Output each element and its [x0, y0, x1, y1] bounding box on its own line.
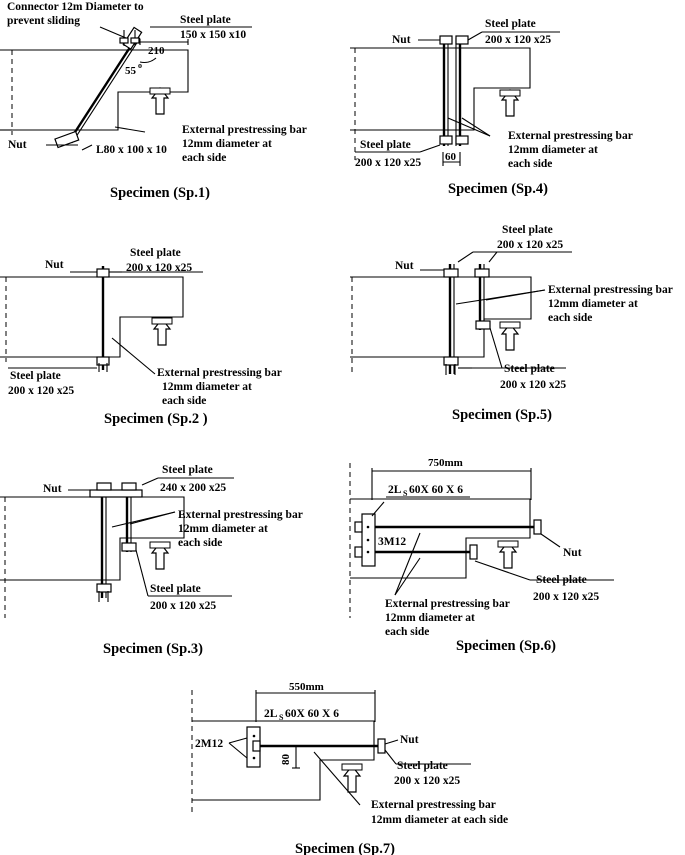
sp4-bar-line2: 12mm diameter at — [508, 144, 598, 156]
sp6-bolts: 3M12 — [378, 536, 406, 548]
sp3-plate-bot-title: Steel plate — [150, 583, 201, 595]
corbel-outline — [0, 496, 185, 581]
sp6-nut: Nut — [563, 547, 582, 559]
specimen-sp3: Nut Steel plate 240 x 200 x25 External p… — [0, 464, 303, 657]
sp3-caption: Specimen (Sp.3) — [103, 641, 203, 657]
sp1-angle-section: L80 x 100 x 10 — [96, 144, 167, 156]
sp7-dim-550: 550mm — [289, 681, 324, 693]
sp1-bar-line1: External prestressing bar — [182, 124, 307, 136]
sp6-bar-line3: each side — [385, 626, 429, 638]
sp3-bar-line2: 12mm diameter at — [178, 523, 268, 535]
sp1-caption: Specimen (Sp.1) — [110, 185, 210, 201]
sp2-plate-bot-title: Steel plate — [10, 370, 61, 382]
sp6-caption: Specimen (Sp.6) — [456, 638, 556, 654]
sp1-connector-line2: prevent sliding — [7, 15, 80, 27]
sp1-plate-size: 150 x 150 x10 — [180, 29, 246, 41]
sp2-bar-line3: each side — [162, 395, 206, 407]
sp5-plate-top-size: 200 x 120 x25 — [497, 239, 563, 251]
sp2-bar-line2: 12mm diameter at — [162, 381, 252, 393]
sp3-bar-line3: each side — [178, 537, 222, 549]
specimen-sp6: 750mm 2L S 60X 60 X 6 3M12 Nut Steel pla… — [349, 457, 614, 654]
specimen-sp7: 550mm 2L S 60X 60 X 6 2M12 80 Nut Steel … — [191, 681, 508, 855]
sp3-bar-line1: External prestressing bar — [178, 509, 303, 521]
sp4-bar-line1: External prestressing bar — [508, 130, 633, 142]
sp7-plate-title: Steel plate — [397, 760, 448, 772]
sp4-caption: Specimen (Sp.4) — [448, 181, 548, 197]
sp4-bar-line3: each side — [508, 158, 552, 170]
corbel-outline — [350, 276, 532, 358]
sp4-dim-60: 60 — [445, 151, 457, 163]
sp6-angle-prefix: 2L — [388, 484, 402, 496]
sp3-plate-bot-size: 200 x 120 x25 — [150, 600, 216, 612]
corbel-outline — [350, 47, 531, 131]
sp2-plate-top-title: Steel plate — [130, 247, 181, 259]
sp7-nut: Nut — [400, 734, 419, 746]
sp7-plate-size: 200 x 120 x25 — [394, 775, 460, 787]
sp1-bar-line2: 12mm diameter at — [182, 138, 272, 150]
sp2-caption: Specimen (Sp.2 ) — [104, 411, 208, 427]
specimen-sp5: Nut Steel plate 200 x 120 x25 External p… — [350, 224, 673, 423]
sp5-plate-top-title: Steel plate — [502, 224, 553, 236]
sp7-angle-prefix: 2L — [264, 708, 278, 720]
sp5-bar-line3: each side — [548, 312, 592, 324]
corbel-outline — [350, 498, 531, 579]
sp2-nut: Nut — [45, 259, 64, 271]
sp4-plate-top-title: Steel plate — [485, 18, 536, 30]
diagonal-bar — [66, 37, 138, 144]
sp6-plate-size: 200 x 120 x25 — [533, 591, 599, 603]
sp4-plate-bot-title: Steel plate — [360, 139, 411, 151]
sp5-bar-line1: External prestressing bar — [548, 284, 673, 296]
sp2-bar-line1: External prestressing bar — [157, 367, 282, 379]
sp7-angle-sub: S — [279, 713, 284, 722]
sp1-bar-line3: each side — [182, 152, 226, 164]
sp3-nut: Nut — [43, 483, 62, 495]
specimen-sp1: Connector 12m Diameter to prevent slidin… — [0, 1, 307, 201]
sp1-connector-line1: Connector 12m Diameter to — [7, 1, 144, 13]
sp1-dim-210: 210 — [148, 45, 165, 57]
sp1-nut: Nut — [8, 139, 27, 151]
sp6-bar-line1: External prestressing bar — [385, 598, 510, 610]
specimen-sp4: Nut Steel plate 200 x 120 x25 Steel plat… — [350, 18, 633, 197]
sp5-nut: Nut — [395, 260, 414, 272]
sp1-plate-title: Steel plate — [180, 14, 231, 26]
sp2-plate-top-size: 200 x 120 x25 — [126, 262, 192, 274]
sp5-plate-bot-title: Steel plate — [504, 363, 555, 375]
specimen-sp2: Nut Steel plate 200 x 120 x25 Steel plat… — [0, 247, 282, 427]
sp4-plate-top-size: 200 x 120 x25 — [485, 34, 551, 46]
sp6-plate-title: Steel plate — [536, 574, 587, 586]
sp6-bar-line2: 12mm diameter at — [385, 612, 475, 624]
sp2-plate-bot-size: 200 x 120 x25 — [8, 385, 74, 397]
sp4-plate-bot-size: 200 x 120 x25 — [355, 157, 421, 169]
sp6-angle-suffix: 60X 60 X 6 — [409, 484, 463, 496]
sp3-plate-top-title: Steel plate — [162, 464, 213, 476]
sp1-angle: 55 — [125, 65, 137, 77]
sp7-bar-line2: 12mm diameter at each side — [371, 814, 508, 826]
sp6-dim-750: 750mm — [428, 457, 463, 469]
corbel-outline — [0, 276, 184, 358]
sp7-angle-suffix: 60X 60 X 6 — [285, 708, 339, 720]
sp6-angle-sub: S — [403, 489, 408, 498]
sp7-caption: Specimen (Sp.7) — [295, 841, 395, 855]
sp4-nut: Nut — [392, 34, 411, 46]
sp5-plate-bot-size: 200 x 120 x25 — [500, 379, 566, 391]
sp7-bolts: 2M12 — [195, 738, 223, 750]
sp5-caption: Specimen (Sp.5) — [452, 407, 552, 423]
sp7-bar-line1: External prestressing bar — [371, 799, 496, 811]
sp1-angle-symbol: o — [138, 61, 142, 70]
sp7-dim-80: 80 — [280, 754, 292, 766]
sp3-plate-top-size: 240 x 200 x25 — [160, 482, 226, 494]
sp5-bar-line2: 12mm diameter at — [548, 298, 638, 310]
